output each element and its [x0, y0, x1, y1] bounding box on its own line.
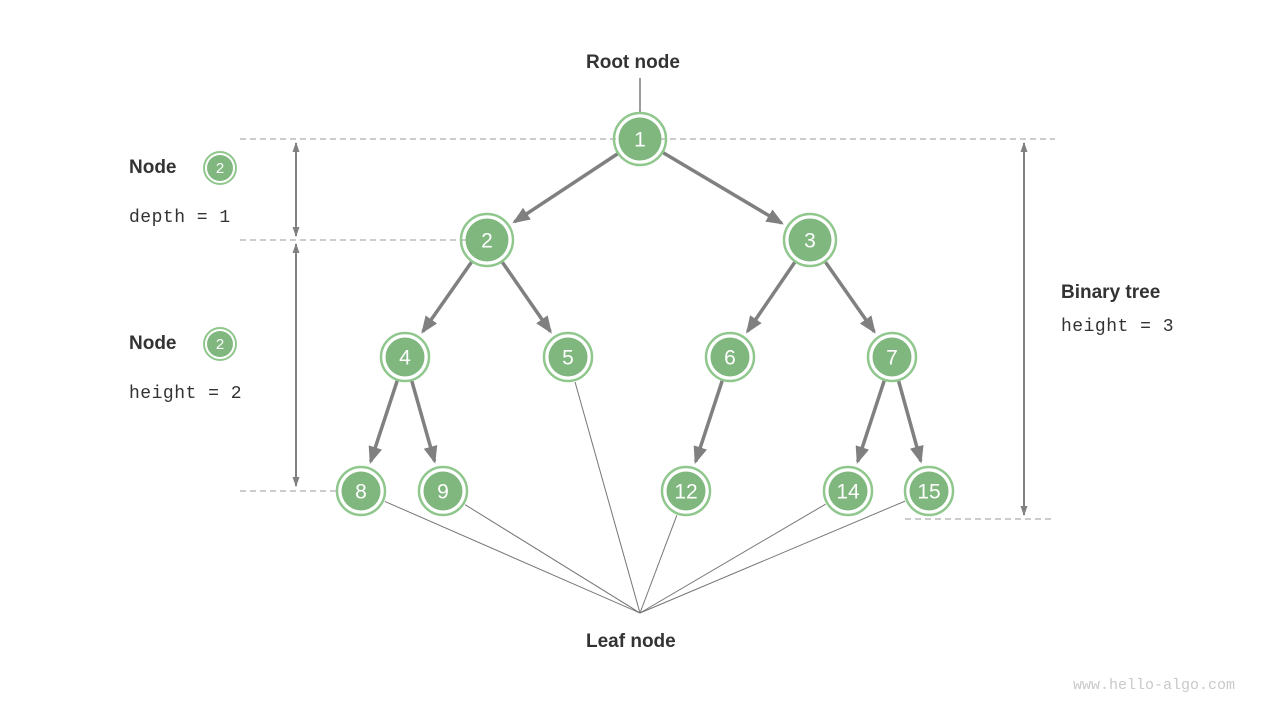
tree-node-3[interactable]: 3 [782, 212, 838, 268]
tree-node-15[interactable]: 15 [903, 465, 955, 517]
root-node-label: Root node [586, 52, 680, 73]
node-body [828, 471, 868, 511]
tree-node-9[interactable]: 9 [417, 465, 469, 517]
tree-node-5[interactable]: 5 [542, 331, 594, 383]
watermark: www.hello-algo.com [1073, 677, 1236, 694]
node-ring [459, 212, 515, 268]
guide-lines [240, 138, 1055, 520]
leaf-pointer-n14 [639, 503, 826, 614]
leaf-pointer-n5 [574, 381, 641, 614]
tree-node-1[interactable]: 1 [612, 111, 668, 167]
leaf-pointer-n15 [639, 500, 906, 614]
edge-n4-n9 [410, 380, 438, 464]
edge-n2-n4 [421, 261, 473, 334]
node-body [465, 218, 509, 262]
node-body [341, 471, 381, 511]
node-depth-badge-value: 2 [216, 160, 224, 177]
node-ring [822, 465, 874, 517]
node-ring [866, 331, 918, 383]
node-ring [542, 331, 594, 383]
edge-n7-n14 [855, 380, 886, 465]
node-ring [417, 465, 469, 517]
leaf-pointer-n8 [384, 500, 641, 614]
tree-node-7[interactable]: 7 [866, 331, 918, 383]
leaf-pointer-lines [384, 381, 906, 614]
node-value: 9 [437, 481, 449, 504]
node-value: 3 [804, 230, 816, 253]
binary-tree-height-value: height = 3 [1061, 317, 1175, 337]
node-ring [903, 465, 955, 517]
binary-tree-title: Binary tree [1061, 282, 1161, 303]
node-value: 5 [562, 347, 574, 370]
node-ring [782, 212, 838, 268]
tree-node-6[interactable]: 6 [704, 331, 756, 383]
tree-node-8[interactable]: 8 [335, 465, 387, 517]
edge-n1-n3 [662, 151, 784, 225]
node-value: 6 [724, 347, 736, 370]
node-body [385, 337, 425, 377]
leaf-node-label: Leaf node [586, 631, 676, 652]
node-body [618, 117, 662, 161]
node-value: 4 [399, 347, 411, 370]
edge-n3-n7 [824, 261, 876, 334]
dimension-arrows [292, 142, 1028, 516]
edge-n7-n15 [896, 380, 924, 464]
node-body [666, 471, 706, 511]
tree-node-12[interactable]: 12 [660, 465, 712, 517]
node-body [548, 337, 588, 377]
node-height-badge-value: 2 [216, 336, 224, 353]
leaf-pointer-n12 [639, 515, 678, 614]
node-ring [704, 331, 756, 383]
node-depth-title: Node [129, 157, 177, 178]
edge-n1-n2 [512, 152, 619, 224]
node-ring [660, 465, 712, 517]
edge-n2-n5 [500, 261, 552, 334]
tree-node-14[interactable]: 14 [822, 465, 874, 517]
node-body [872, 337, 912, 377]
node-height-title: Node [129, 333, 177, 354]
node-height-badge: 2 [203, 327, 237, 361]
leaf-pointer-n9 [464, 504, 641, 614]
node-body [423, 471, 463, 511]
node-value: 7 [886, 347, 898, 370]
node-value: 2 [481, 230, 493, 253]
node-body [909, 471, 949, 511]
node-body [710, 337, 750, 377]
node-depth-badge: 2 [203, 151, 237, 185]
node-body [788, 218, 832, 262]
node-depth-value: depth = 1 [129, 208, 231, 228]
node-ring [612, 111, 668, 167]
edge-n6-n12 [693, 380, 724, 465]
edge-n3-n6 [746, 261, 797, 334]
node-value: 15 [917, 481, 940, 504]
node-ring [379, 331, 431, 383]
node-value: 8 [355, 481, 367, 504]
tree-edges [368, 151, 924, 465]
edge-n4-n8 [368, 380, 399, 465]
node-value: 14 [836, 481, 860, 504]
tree-node-4[interactable]: 4 [379, 331, 431, 383]
node-value: 12 [674, 481, 697, 504]
node-ring [335, 465, 387, 517]
tree-node-2[interactable]: 2 [459, 212, 515, 268]
node-height-value: height = 2 [129, 384, 243, 404]
node-value: 1 [634, 129, 646, 152]
